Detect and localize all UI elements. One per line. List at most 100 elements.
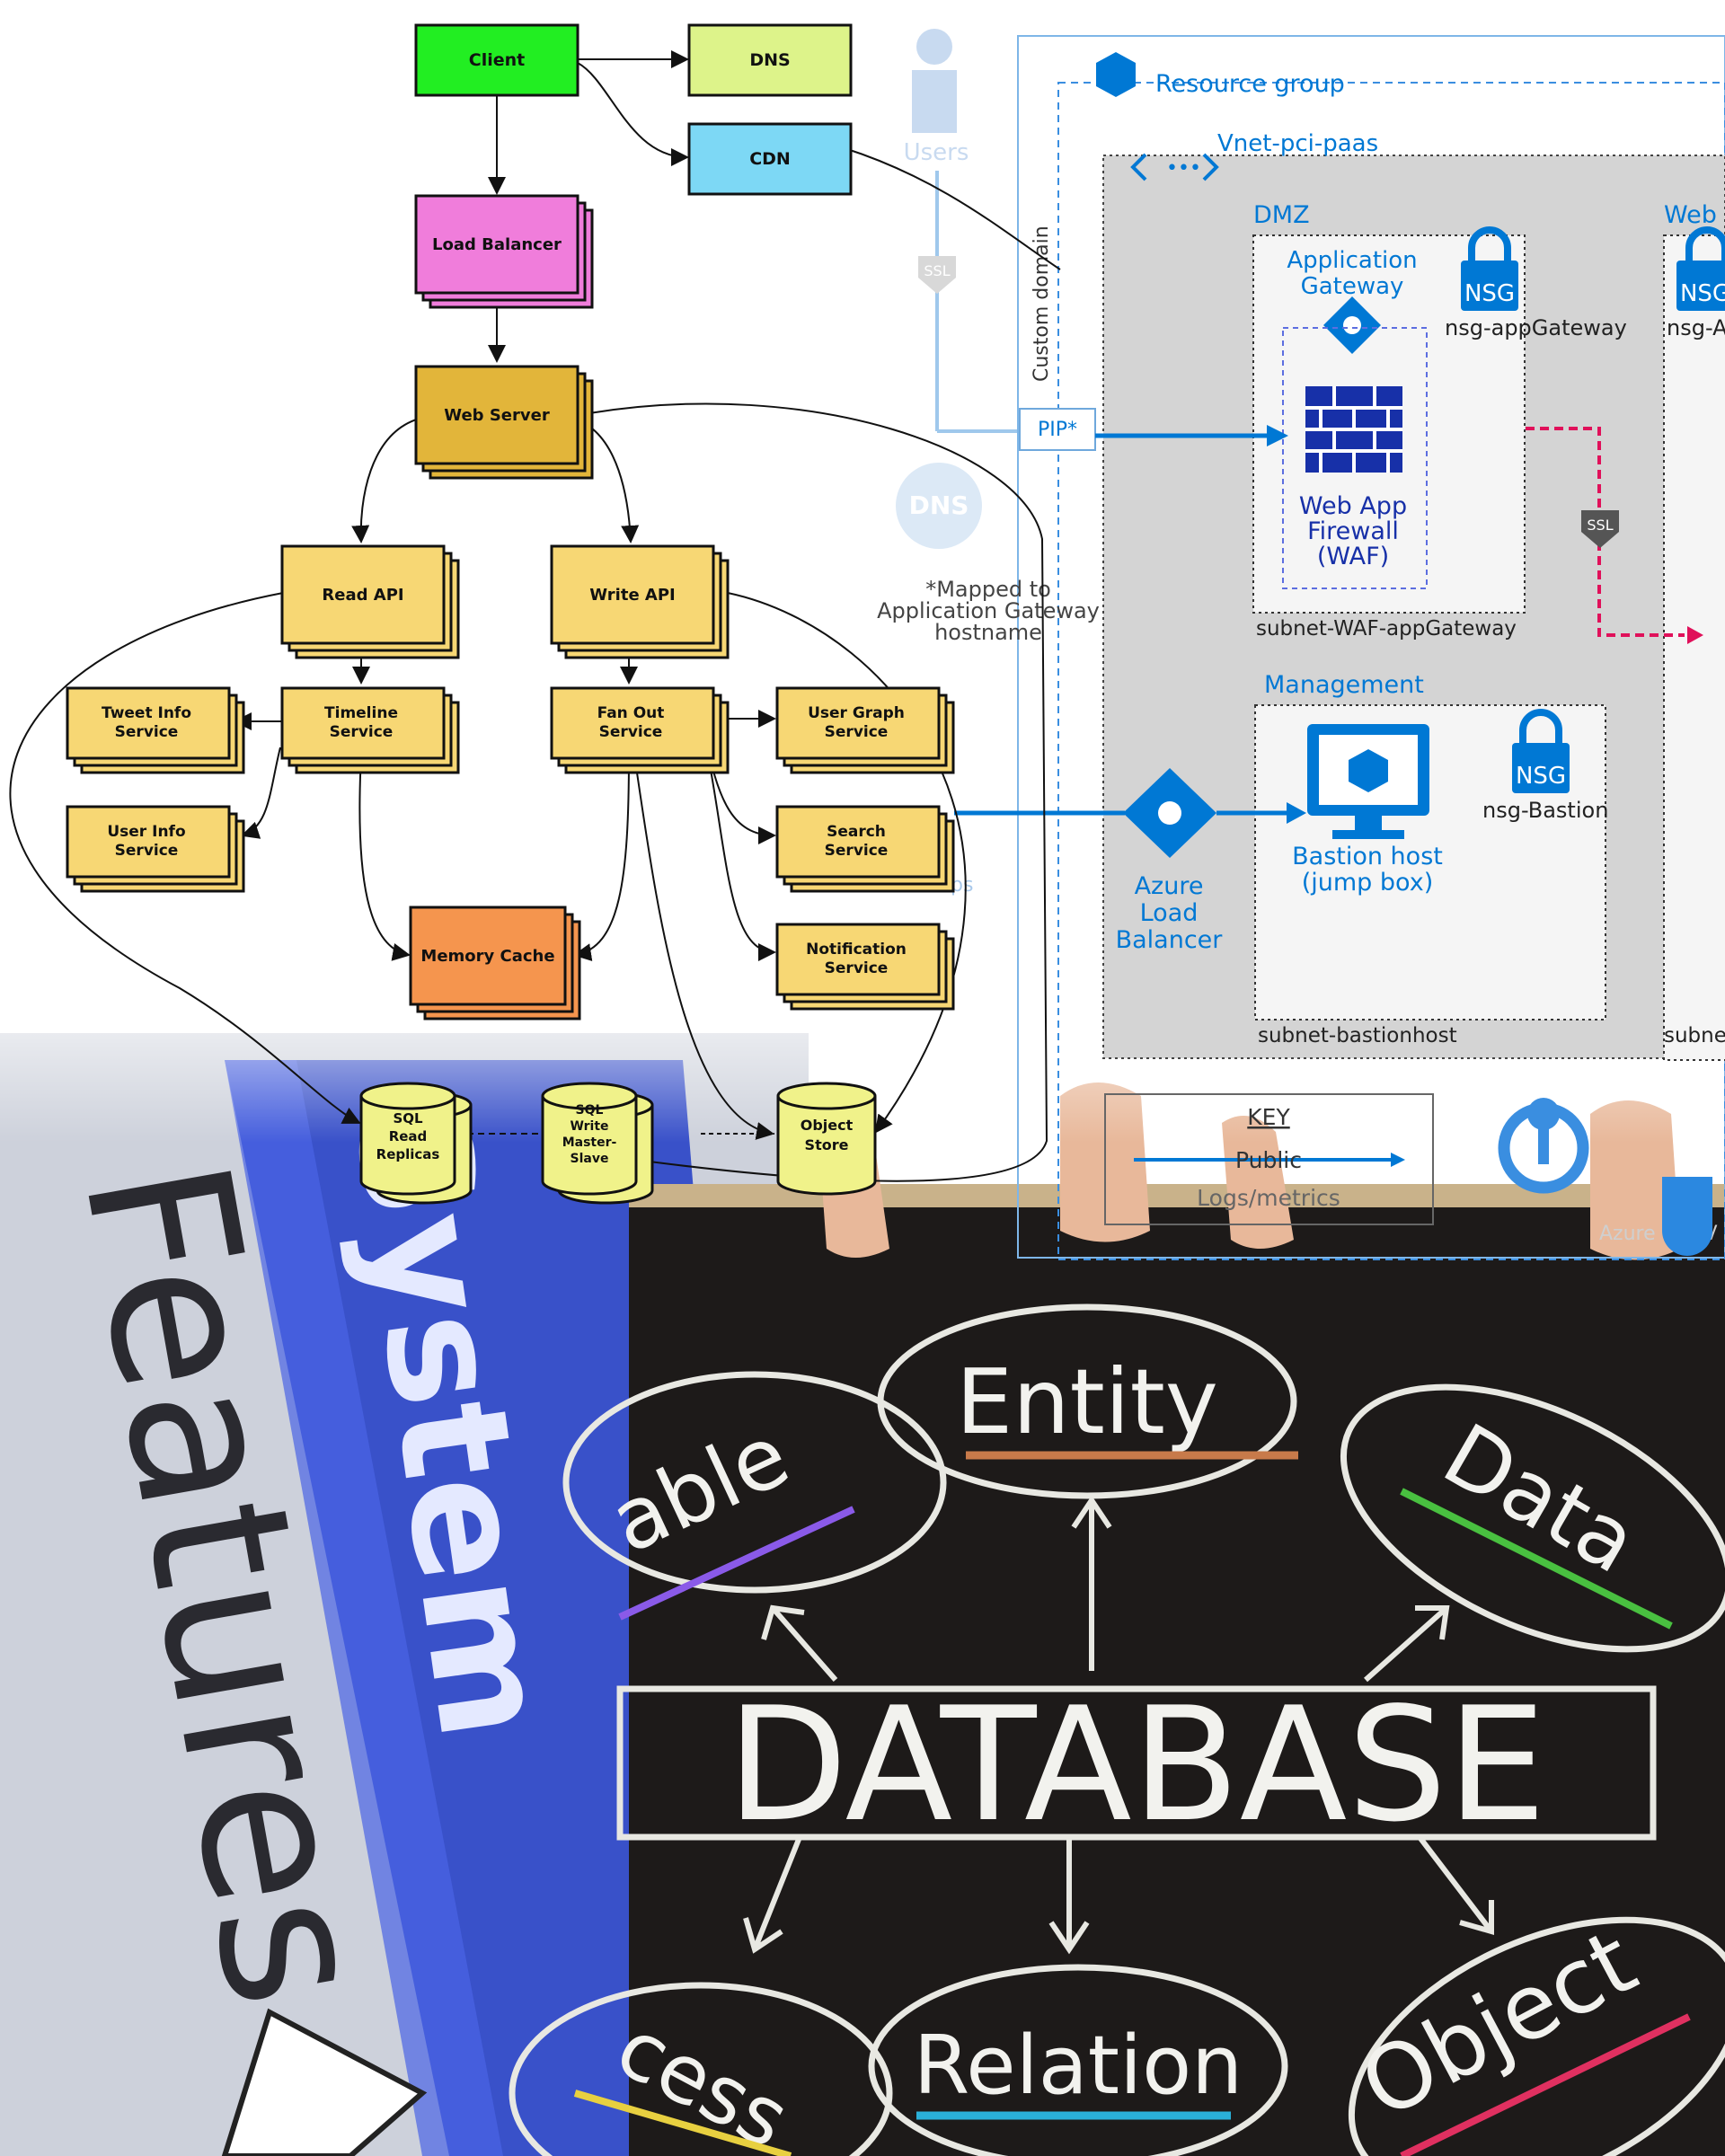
- waf-label-1: Web App: [1299, 492, 1407, 520]
- svg-text:Write: Write: [570, 1119, 608, 1134]
- nsg-badge-2: NSG: [1680, 280, 1725, 307]
- cdn-node: CDN: [687, 122, 853, 196]
- dmz-label: DMZ: [1253, 201, 1310, 229]
- azure-lb-label-2: Load: [1140, 899, 1199, 927]
- nsg-badge: NSG: [1464, 280, 1515, 307]
- tweet-info-node: Tweet Info Service: [66, 686, 245, 774]
- vnet-icon: [1130, 153, 1219, 181]
- vnet-label: Vnet-pci-paas: [1217, 130, 1378, 157]
- svg-text:SQL: SQL: [393, 1110, 423, 1127]
- nsg-bastion-label: nsg-Bastion: [1482, 798, 1608, 823]
- nsg-lock-icon-3: [1519, 709, 1562, 743]
- svg-text:Timeline: Timeline: [324, 704, 398, 722]
- svg-text:Replicas: Replicas: [376, 1146, 440, 1162]
- svg-text:Service: Service: [115, 723, 179, 741]
- azure-outer-frame: [1017, 35, 1725, 1259]
- write-api-node: Write API: [550, 544, 730, 659]
- svg-text:Fan Out: Fan Out: [597, 704, 665, 722]
- svg-text:Service: Service: [825, 723, 889, 741]
- svg-text:CDN: CDN: [749, 149, 791, 169]
- ssl-shield-icon: [918, 256, 956, 294]
- web-tier-label: Web t: [1664, 201, 1725, 229]
- users-label: Users: [904, 139, 969, 166]
- svg-text:Web Server: Web Server: [444, 406, 550, 425]
- subnet-waf-label: subnet-WAF-appGateway: [1256, 617, 1517, 641]
- svg-text:SQL: SQL: [576, 1103, 604, 1118]
- azure-lb-label-3: Balancer: [1116, 926, 1224, 954]
- client-node: Client: [414, 23, 579, 97]
- nsg-lock-icon-2: [1685, 226, 1725, 261]
- key-logs-label: Logs/metrics: [1197, 1185, 1340, 1211]
- dns-icon: [896, 463, 982, 549]
- user-graph-node: User Graph Service: [775, 686, 955, 774]
- svg-text:•••: •••: [1166, 157, 1201, 180]
- firewall-icon: [1305, 386, 1402, 473]
- svg-text:Service: Service: [330, 723, 394, 741]
- svg-text:Load Balancer: Load Balancer: [432, 235, 562, 254]
- search-node: Search Service: [775, 805, 955, 893]
- svg-text:Object: Object: [801, 1117, 854, 1134]
- subnet-cut-label: subnet: [1664, 1024, 1725, 1047]
- svg-text:User Graph: User Graph: [808, 704, 905, 722]
- svg-text:Slave: Slave: [571, 1152, 609, 1166]
- svg-text:Service: Service: [599, 723, 663, 741]
- mapped-note-1: *Mapped to: [925, 577, 1051, 602]
- key-public-label: Public: [1235, 1147, 1302, 1173]
- resource-group-icon: [1096, 52, 1136, 97]
- mapped-note-2: Application Gateway: [877, 598, 1100, 623]
- web-server-node: Web Server: [414, 365, 594, 480]
- dns-icon-label: DNS: [909, 490, 969, 520]
- svg-text:Store: Store: [805, 1136, 849, 1153]
- svg-text:Client: Client: [469, 50, 525, 70]
- ssl-label: SSL: [924, 262, 950, 279]
- resource-group-label: Resource group: [1155, 70, 1345, 98]
- pip-label: PIP*: [1038, 419, 1077, 441]
- key-legend: [1104, 1093, 1434, 1225]
- resource-group-frame: [1057, 82, 1725, 1260]
- bastion-monitor-icon: [1307, 724, 1429, 839]
- nsg-a-label: nsg-A: [1667, 315, 1725, 340]
- svg-text:Master-: Master-: [562, 1135, 617, 1150]
- dns-node: DNS: [687, 23, 853, 97]
- sql-write-master-slave-node: SQL Write Master- Slave: [541, 1082, 654, 1205]
- timeline-node: Timeline Service: [280, 686, 460, 774]
- nsg-lock-icon: [1468, 226, 1511, 261]
- fan-out-node: Fan Out Service: [550, 686, 730, 774]
- sql-read-replicas-node: SQL Read Replicas: [359, 1082, 473, 1205]
- read-api-node: Read API: [280, 544, 460, 659]
- svg-text:DNS: DNS: [749, 50, 790, 70]
- users-icon: [916, 29, 952, 65]
- pip-box: [1019, 408, 1096, 451]
- web-subnet-box: [1663, 234, 1725, 1061]
- partial-icon: [1662, 1177, 1712, 1256]
- subnet-bastion-label: subnet-bastionhost: [1258, 1024, 1457, 1047]
- azure-lb-label-1: Azure: [1135, 872, 1204, 900]
- load-balancer-node: Load Balancer: [414, 194, 594, 309]
- svg-text:User Info: User Info: [107, 823, 185, 841]
- svg-text:Read API: Read API: [322, 586, 403, 605]
- app-gateway-label: Application: [1287, 247, 1417, 274]
- bastion-label-2: (jump box): [1302, 869, 1434, 897]
- users-body: [912, 70, 957, 133]
- app-gateway-label-2: Gateway: [1301, 273, 1404, 300]
- notification-node: Notification Service: [775, 923, 955, 1011]
- svg-text:Notification: Notification: [806, 941, 907, 959]
- waf-label-2: Firewall: [1307, 517, 1399, 545]
- object-store-node: Object Store: [776, 1082, 877, 1196]
- svg-text:Search: Search: [827, 823, 886, 841]
- memory-cache-node: Memory Cache: [409, 906, 581, 1021]
- svg-text:Write API: Write API: [589, 586, 675, 605]
- svg-text:Service: Service: [825, 959, 889, 977]
- nsg-badge-3: NSG: [1516, 763, 1566, 790]
- svg-text:Tweet Info: Tweet Info: [102, 704, 191, 722]
- waf-box: [1282, 327, 1428, 589]
- user-info-node: User Info Service: [66, 805, 245, 893]
- svg-text:Service: Service: [115, 842, 179, 860]
- nsg-appgateway-label: nsg-appGateway: [1445, 315, 1627, 340]
- svg-text:Read: Read: [389, 1128, 428, 1144]
- ssl-label-2: SSL: [1587, 517, 1613, 534]
- key-title: KEY: [1247, 1104, 1290, 1130]
